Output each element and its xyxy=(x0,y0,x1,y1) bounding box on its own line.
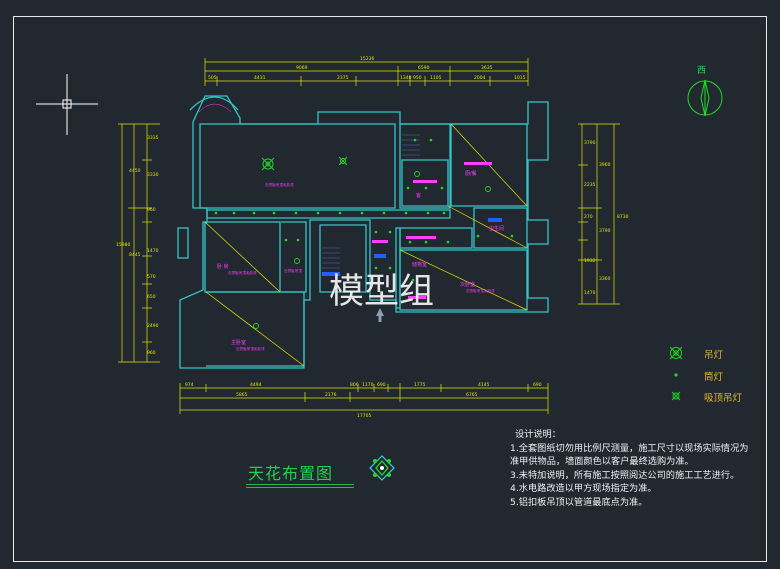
title-underline xyxy=(246,487,354,488)
dim-left-detail: 650 xyxy=(147,294,156,300)
notes-line: 3.未特加说明，所有施工按照阅达公司的施工工艺进行。 xyxy=(510,469,740,481)
dim-top-detail: 2004 xyxy=(474,75,486,81)
room-label: 厨/餐 xyxy=(465,170,477,177)
room-label: 次卧室 xyxy=(460,281,475,288)
dim-top-seg: 6590 xyxy=(418,65,430,71)
top-dimension-chain xyxy=(204,58,529,86)
room-label: 主卧室 xyxy=(231,339,246,346)
left-dimension-chain xyxy=(118,123,160,363)
dim-bottom-detail: 974 xyxy=(185,382,194,388)
dim-bottom-detail: 1170 xyxy=(362,382,374,388)
legend-label: 吊灯 xyxy=(704,350,724,361)
wall-hatching xyxy=(322,134,420,269)
dim-bottom-detail: 4145 xyxy=(478,382,490,388)
cad-crosshair-icon xyxy=(36,74,98,135)
watermark: 模型组 xyxy=(329,272,435,312)
pendant-lamp-icon xyxy=(669,346,683,360)
dim-left-detail: 1470 xyxy=(147,248,159,254)
dim-bottom-detail: 690 xyxy=(533,382,542,388)
drawing-border xyxy=(13,16,767,562)
dim-top-detail: 1105 xyxy=(430,75,442,81)
dim-right-detail: 270 xyxy=(584,214,593,220)
legend-label: 吸顶吊灯 xyxy=(704,393,743,404)
dim-right-detail: 1470 xyxy=(584,290,596,296)
room-sub-label: 石膏板吊顶乳胶漆 xyxy=(228,270,257,275)
ceiling-lamp-icon xyxy=(253,156,491,329)
downlight-icon xyxy=(674,373,678,377)
dim-top-seg: 3635 xyxy=(481,65,493,71)
dim-right-detail: 2235 xyxy=(584,182,596,188)
dim-right-detail: 1932 xyxy=(584,258,596,264)
dim-right-detail: 3790 xyxy=(584,140,596,146)
dim-bottom-seg: 5865 xyxy=(236,392,248,398)
north-arrow-icon xyxy=(687,79,723,117)
notes-line: 4.水电路改造以甲方现场指定为准。 xyxy=(510,483,657,495)
dim-left-detail: 960 xyxy=(147,207,156,213)
dim-bottom-detail: 4494 xyxy=(250,382,262,388)
downlight-icon xyxy=(214,138,514,282)
pendant-lamp-icon xyxy=(261,157,275,171)
title-underline xyxy=(246,484,354,485)
entry-arrow-icon xyxy=(376,308,384,322)
room-label: 卧 房 xyxy=(217,263,229,270)
dim-left-seg: 4450 xyxy=(129,168,141,174)
fixture-bars xyxy=(322,162,502,299)
dim-bottom-detail: 800 xyxy=(350,382,359,388)
dim-right-seg: 3790 xyxy=(599,228,611,234)
dim-left-detail: 3335 xyxy=(147,135,159,141)
room-label: 卫生间 xyxy=(489,225,504,232)
room-sub-label: 石膏板吊顶乳胶漆 xyxy=(236,346,265,351)
dim-left-detail: 3330 xyxy=(147,172,159,178)
dim-bottom-detail: 1775 xyxy=(414,382,426,388)
design-notes: 设计说明： 1.全套图纸切勿用比例尺测量，施工尺寸以现场实际情况为 准甲供物品，… xyxy=(510,428,772,510)
notes-line: 1.全套图纸切勿用比例尺测量，施工尺寸以现场实际情况为 xyxy=(510,442,749,454)
dim-top-detail: 4431 xyxy=(254,75,266,81)
dim-left-total: 15980 xyxy=(116,242,130,248)
dim-left-seg: 8445 xyxy=(129,252,141,258)
notes-line: 5.铝扣板吊顶以管道最底点为准。 xyxy=(510,496,648,508)
room-sub-label: 石膏板吊顶乳胶漆 xyxy=(466,288,495,293)
dim-top-detail: 1340 xyxy=(400,75,412,81)
dim-left-detail: 2490 xyxy=(147,323,159,329)
right-dimension-chain xyxy=(578,123,620,305)
walls xyxy=(177,95,549,369)
north-label: 西 xyxy=(697,66,707,76)
dim-bottom-seg: 6765 xyxy=(466,392,478,398)
notes-heading: 设计说明： xyxy=(515,429,561,440)
notes-line: 准甲供物品，墙面颜色以客户最终选购为准。 xyxy=(510,456,694,468)
ceiling-lamp-icon xyxy=(671,391,681,401)
dim-left-detail: 960 xyxy=(147,350,156,356)
dim-top-detail: 950 xyxy=(413,75,422,81)
bay-window xyxy=(198,103,232,113)
dim-left-detail: 570 xyxy=(147,274,156,280)
dim-top-total: 15236 xyxy=(360,56,374,62)
dim-bottom-seg: 2176 xyxy=(325,392,337,398)
room-label: 储物室 xyxy=(412,261,427,268)
dim-right-total: 8730 xyxy=(617,214,629,220)
dim-right-seg: 3960 xyxy=(599,162,611,168)
dim-top-detail: 2375 xyxy=(337,75,349,81)
legend-label: 筒灯 xyxy=(704,372,724,383)
logo-icon xyxy=(369,455,395,481)
drawing-title: 天花布置图 xyxy=(248,464,334,483)
bottom-dimension-chain xyxy=(179,383,549,414)
room-sub-label: 石膏板吊顶 xyxy=(284,268,302,273)
room-sub-label: 石膏板吊顶乳胶漆 xyxy=(265,182,294,187)
dim-top-detail: 1015 xyxy=(514,75,526,81)
dim-top-seg: 9069 xyxy=(296,65,308,71)
dim-right-seg: 3360 xyxy=(599,276,611,282)
room-label: 客 xyxy=(416,192,421,199)
dim-bottom-detail: 690 xyxy=(377,382,386,388)
dim-top-detail: 505 xyxy=(208,75,217,81)
dim-bottom-total: 17705 xyxy=(357,413,371,419)
